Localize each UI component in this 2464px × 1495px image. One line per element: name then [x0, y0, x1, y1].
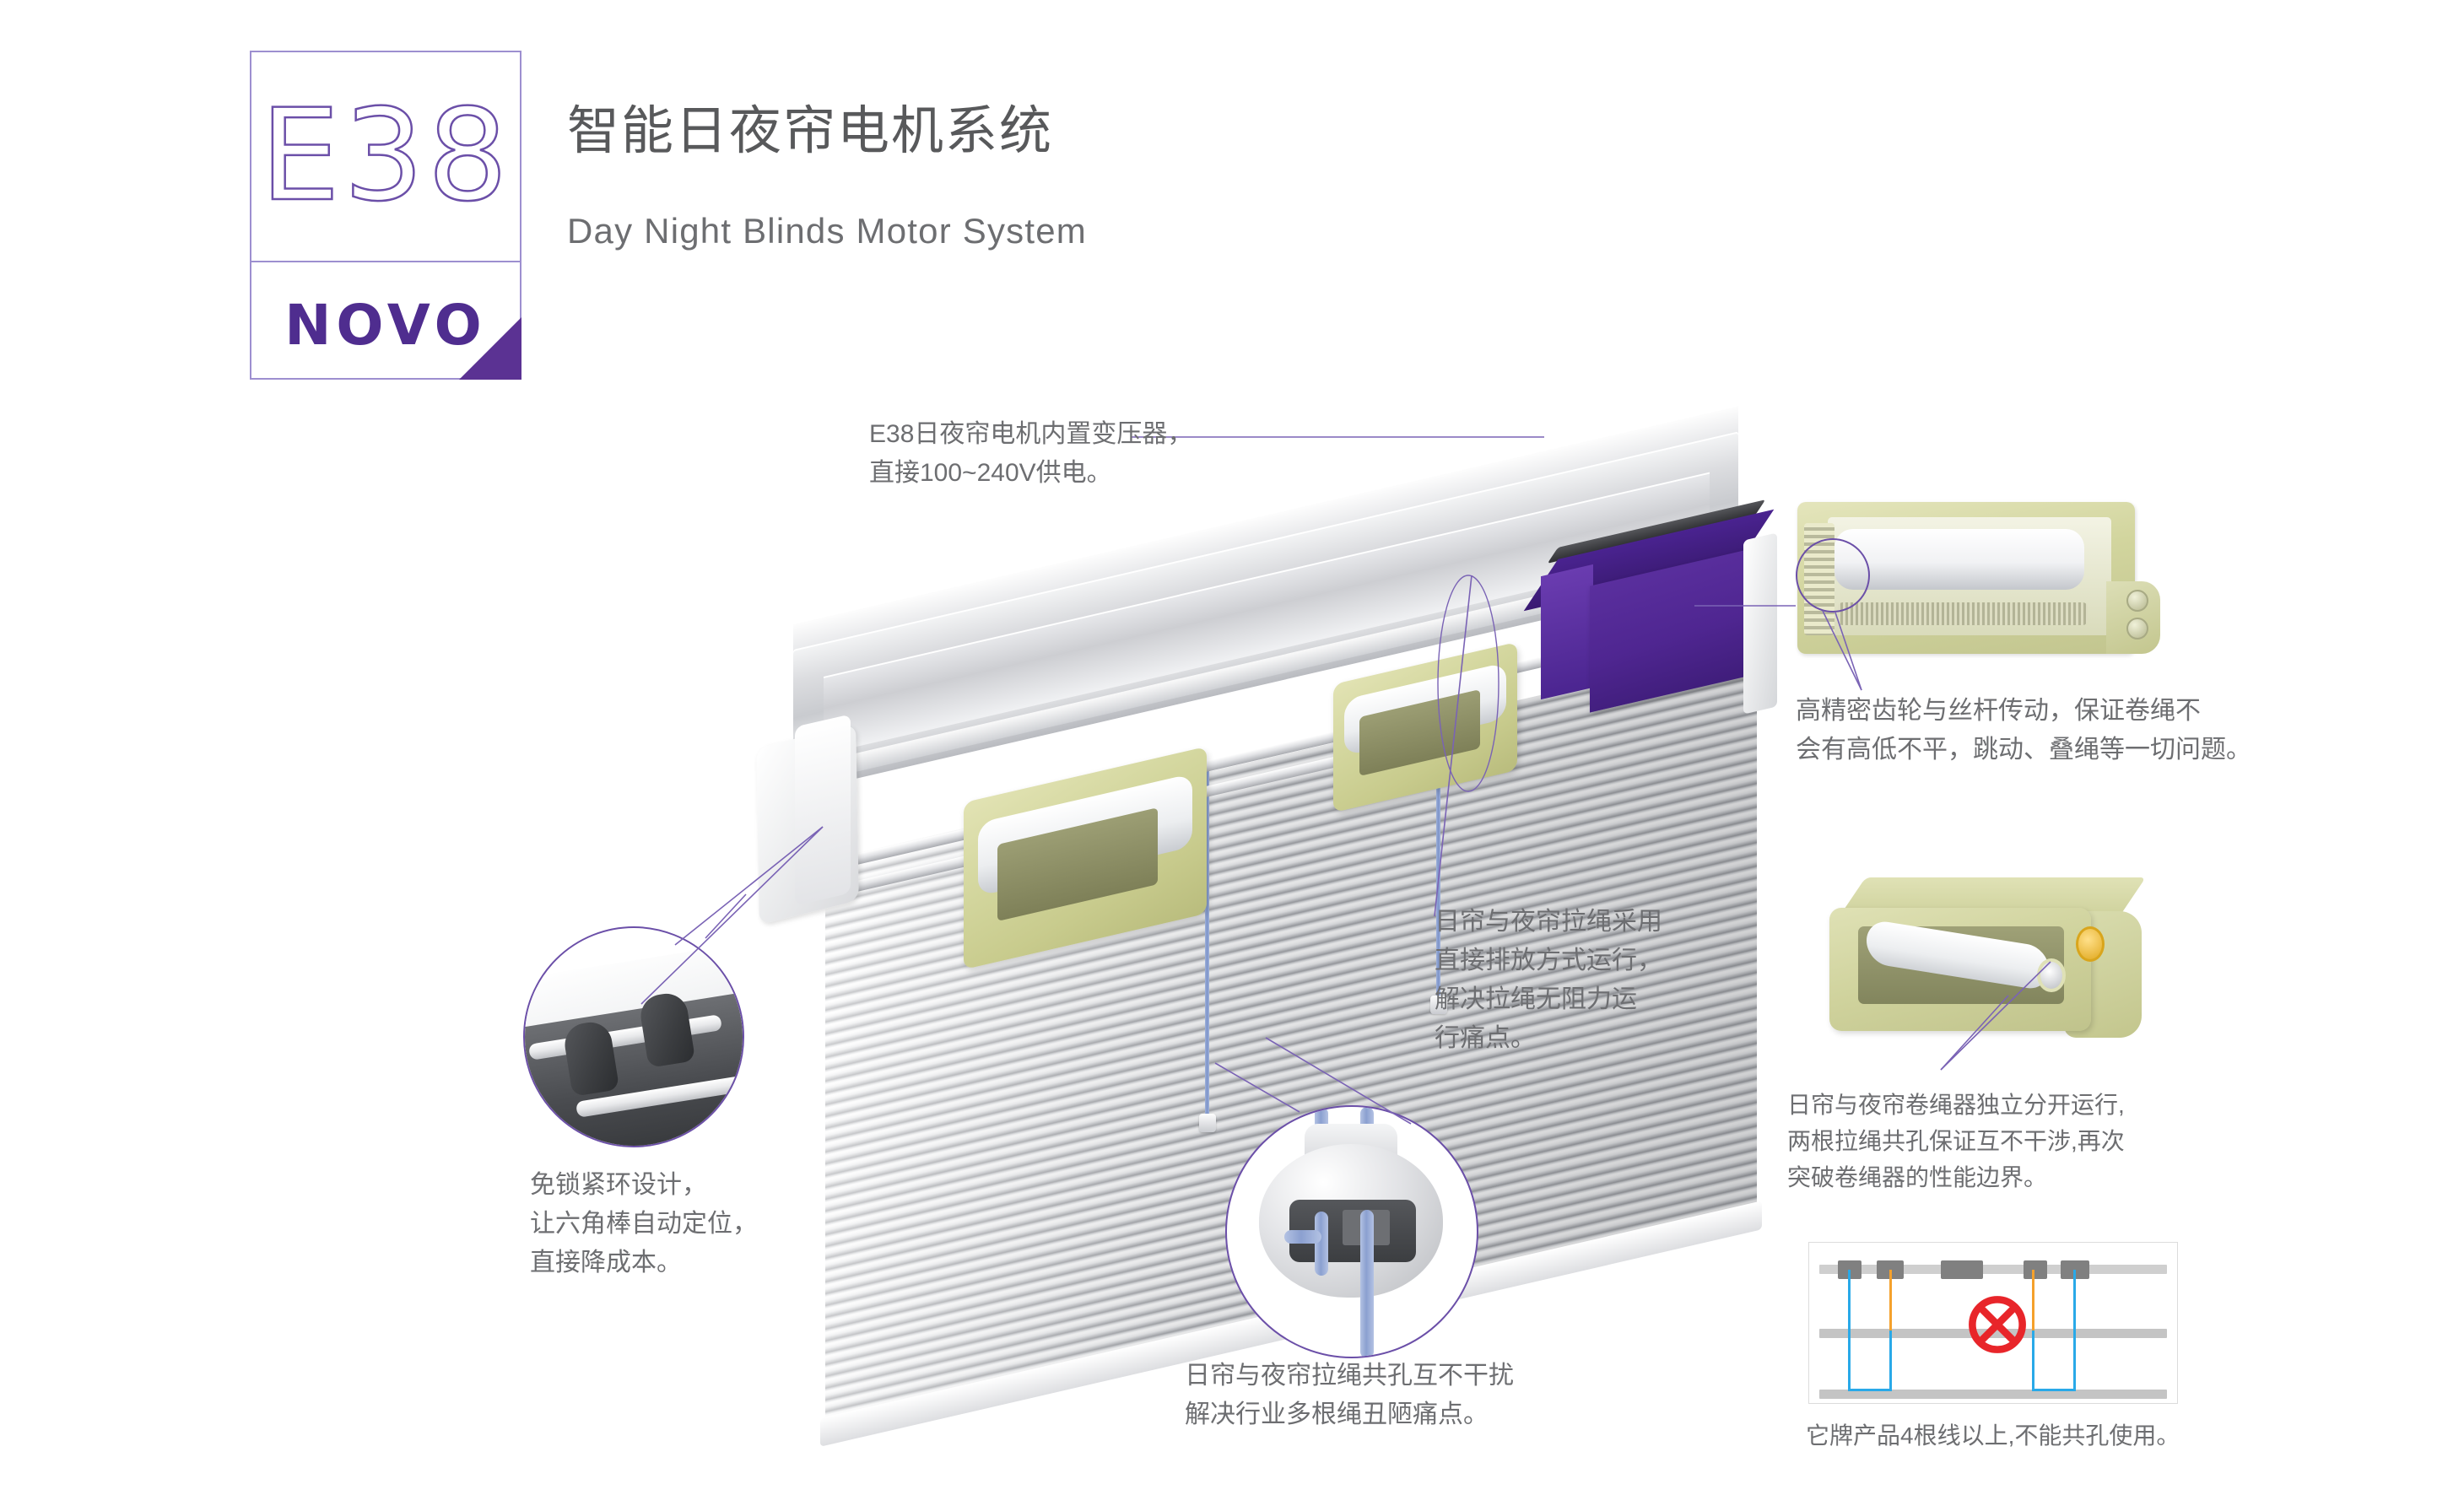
magnifier-shared-cord-hole [1225, 1105, 1478, 1358]
cord-exit-left [1315, 1212, 1328, 1276]
model-code-text: E38 [259, 82, 511, 231]
callout-transformer: E38日夜帘电机内置变压器， 直接100~240V供电。 [869, 420, 1193, 487]
callout-gearbox: 高精密齿轮与丝杆传动，保证卷绳不 会有高低不平，跳动、叠绳等一切问题。 [1796, 697, 2251, 764]
cord-eyelet-yellow [2076, 926, 2105, 962]
callout-shared-hole: 日帘与夜帘拉绳共孔互不干扰 解决行业多根绳丑陋痛点。 [1185, 1362, 1514, 1428]
schematic-block [1941, 1260, 1983, 1279]
cord-stop-front [1199, 1114, 1216, 1132]
cord-front [1205, 768, 1209, 1131]
schematic-bottom-rail [1819, 1390, 2167, 1399]
headrail-left-endcap-face [795, 714, 851, 906]
motor-side-face [1541, 564, 1593, 700]
schematic-cord-blue [1848, 1270, 1851, 1390]
no-entry-icon [1969, 1296, 2026, 1353]
cord-hook-left [1284, 1230, 1321, 1244]
logo-divider [251, 261, 520, 262]
winder-drum [1867, 918, 2049, 992]
callout-independent-winders: 日帘与夜帘卷绳器独立分开运行, 两根拉绳共孔保证互不干涉,再次 突破卷绳器的性能… [1787, 1092, 2125, 1190]
pulley-icon [2126, 590, 2148, 613]
schematic-cord-blue [2073, 1270, 2076, 1390]
cord-stop-rear [1430, 996, 1447, 1014]
schematic-cord-blue [2032, 1389, 2076, 1391]
schematic-cord-orange [1889, 1270, 1892, 1330]
lead-screw [1838, 602, 2088, 625]
callout-lock-free: 免锁紧环设计， 让六角棒自动定位， 直接降成本。 [530, 1171, 758, 1276]
winder-window [1858, 918, 2064, 1004]
detail-highlight-circle [1796, 538, 1870, 613]
page-title-cn: 智能日夜帘电机系统 [567, 102, 1054, 160]
schematic-block [2024, 1260, 2047, 1279]
callout-cord-routing: 日帘与夜帘拉绳采用 直接排放方式运行， 解决拉绳无阻力运 行痛点。 [1435, 908, 1662, 1052]
corner-triangle-icon [459, 317, 521, 380]
headrail-right-endcap [1743, 532, 1777, 715]
caption-competitor-note: 它牌产品4根线以上,不能共孔使用。 [1806, 1422, 2180, 1449]
brand-name-text: NOVO [284, 293, 487, 358]
cord-eyelet-gray [2037, 958, 2066, 992]
winder-drum [1834, 529, 2084, 591]
page-title-en: Day Night Blinds Motor System [567, 211, 1087, 251]
detail-winder-module [1823, 877, 2160, 1059]
schematic-cord-blue [1848, 1389, 1892, 1391]
schematic-top-rail [1819, 1265, 2167, 1274]
schematic-cord-orange [2032, 1270, 2034, 1330]
competitor-schematic [1808, 1242, 2178, 1404]
brand-logo-box: E38 NOVO [250, 51, 521, 380]
pulley-icon [2126, 617, 2148, 640]
magnifier-hex-rod-socket [523, 926, 744, 1147]
cord-exit-right [1360, 1210, 1374, 1357]
